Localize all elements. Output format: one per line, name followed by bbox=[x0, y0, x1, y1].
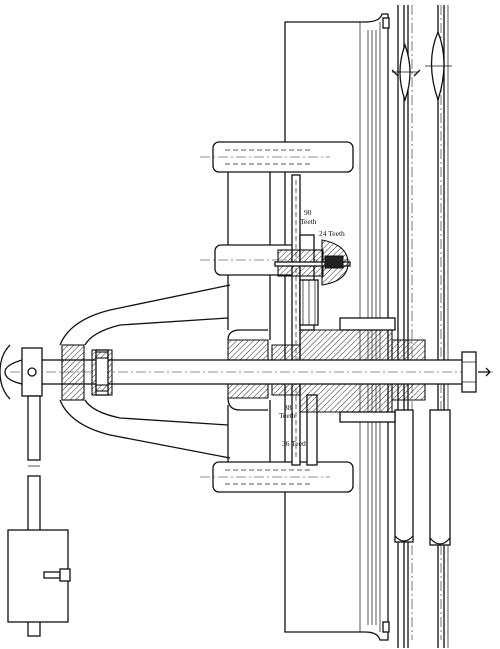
label-90-teeth-num: 90 bbox=[304, 208, 312, 217]
label-90-teeth-word: Teeth bbox=[300, 217, 317, 226]
rod-lens-sections bbox=[391, 30, 452, 103]
gear-labels: 90 Teeth 24 Teeth 38 Teeth 36 Teeth bbox=[279, 208, 345, 448]
gear-train bbox=[274, 174, 351, 466]
wheel-spokes bbox=[227, 172, 271, 462]
hub-bosses bbox=[200, 141, 354, 493]
rim-flange bbox=[382, 17, 390, 633]
label-36-teeth: 36 Teeth bbox=[282, 439, 308, 448]
rod-lower-ends bbox=[394, 409, 451, 546]
hub-sections bbox=[227, 317, 426, 423]
label-38-teeth-num: 38 bbox=[284, 403, 292, 412]
label-38-teeth-word: Teeth bbox=[279, 411, 296, 420]
crank-handle bbox=[0, 344, 71, 637]
left-bracket bbox=[59, 284, 231, 459]
label-24-teeth: 24 Teeth bbox=[319, 229, 345, 238]
shaft-nuts bbox=[61, 344, 113, 401]
vertical-rods bbox=[397, 5, 449, 648]
